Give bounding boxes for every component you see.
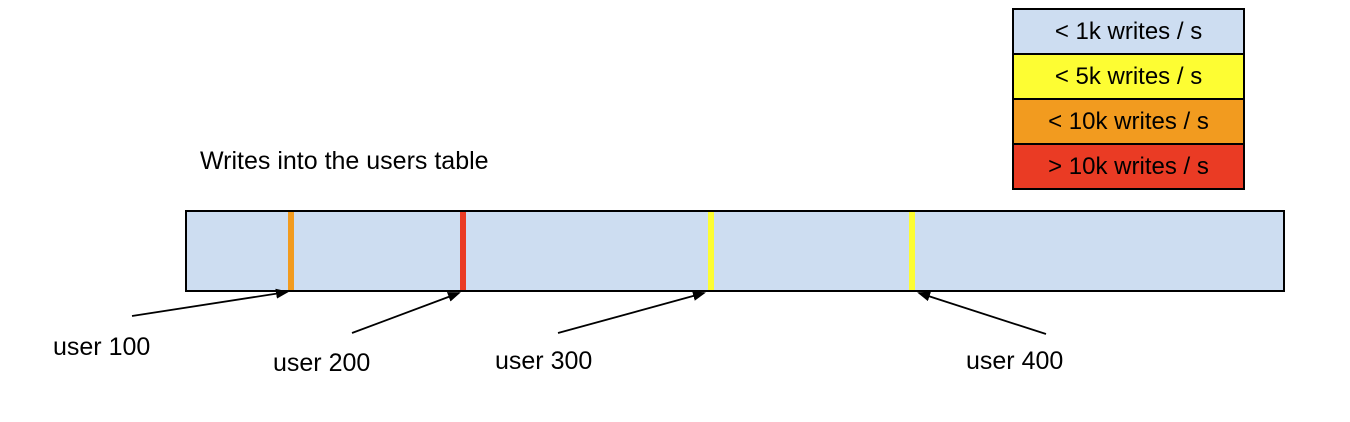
write-marker-user-400 bbox=[909, 212, 915, 290]
user-300-label: user 300 bbox=[495, 347, 593, 375]
user-200-label: user 200 bbox=[273, 349, 371, 377]
write-marker-user-300 bbox=[708, 212, 714, 290]
user-100-label: user 100 bbox=[53, 333, 151, 361]
legend-item-lt-5k: < 5k writes / s bbox=[1012, 53, 1245, 100]
legend-item-lt-1k: < 1k writes / s bbox=[1012, 8, 1245, 55]
legend-item-gt-10k: > 10k writes / s bbox=[1012, 143, 1245, 190]
arrow-user-400 bbox=[917, 291, 1047, 335]
arrow-user-100 bbox=[131, 288, 289, 317]
diagram-title: Writes into the users table bbox=[200, 147, 489, 175]
write-marker-user-100 bbox=[288, 212, 294, 290]
arrow-user-200 bbox=[351, 292, 461, 334]
legend: < 1k writes / s < 5k writes / s < 10k wr… bbox=[1012, 8, 1245, 190]
users-table-bar bbox=[185, 210, 1285, 292]
write-marker-user-200 bbox=[460, 212, 466, 290]
legend-item-lt-10k: < 10k writes / s bbox=[1012, 98, 1245, 145]
arrow-user-300 bbox=[557, 291, 706, 334]
user-400-label: user 400 bbox=[966, 347, 1064, 375]
